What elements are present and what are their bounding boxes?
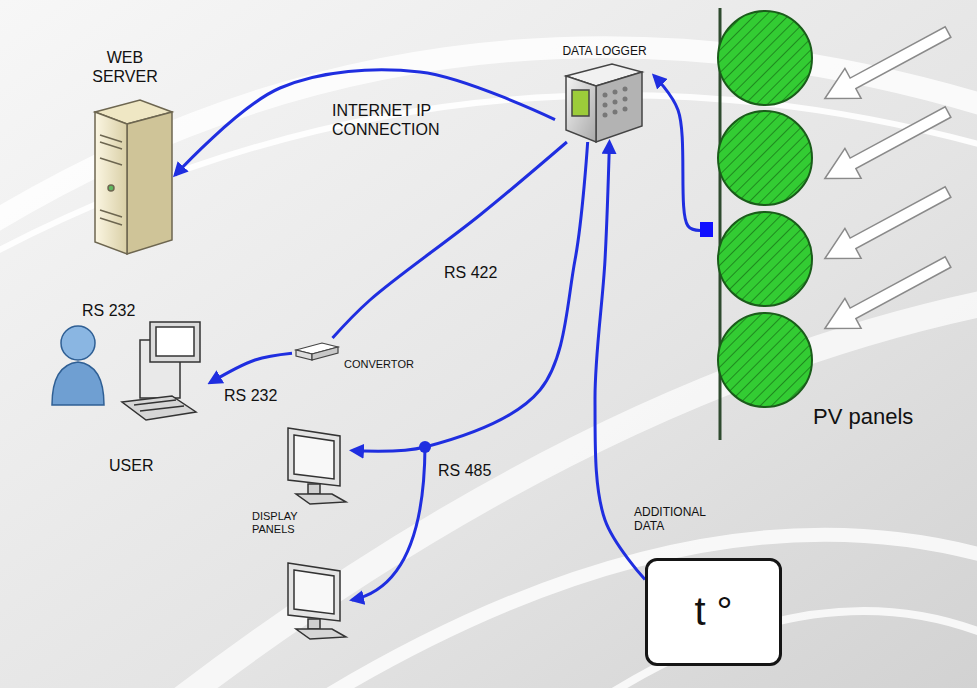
- sunlight-arrows: [817, 17, 956, 343]
- data-logger: DATA LOGGER: [555, 40, 654, 142]
- pv-array: [700, 8, 812, 440]
- connection-label: RS 485: [436, 460, 493, 481]
- connector: [352, 142, 588, 451]
- connector: [175, 70, 555, 175]
- branch-wire: [352, 447, 425, 600]
- node-label: WEB SERVER: [90, 48, 160, 86]
- user-icon: [52, 326, 104, 405]
- convertor: CONVERTOR: [292, 338, 442, 376]
- computer-icon: [122, 322, 200, 420]
- node-label: PV panels: [813, 404, 913, 430]
- connection-label: INTERNET IP CONNECTION: [330, 100, 469, 140]
- display-icon: [288, 428, 346, 504]
- connection-label: RS 422: [442, 262, 499, 283]
- connector: [654, 76, 700, 231]
- display-panels: DISPLAY PANELS: [240, 420, 352, 542]
- interface-label: RS 232: [80, 300, 137, 321]
- node-label: DISPLAY PANELS: [252, 510, 312, 536]
- pv-panels: PV panels: [700, 8, 918, 440]
- convertor-icon: [296, 343, 338, 360]
- connector: [210, 353, 292, 383]
- display-icon: [288, 563, 346, 639]
- server-icon: [95, 100, 172, 254]
- node-label: CONVERTOR: [344, 358, 414, 371]
- connection-label: ADDITIONAL DATA: [632, 504, 721, 535]
- logger-icon: [566, 64, 642, 142]
- node-label: t °: [648, 587, 779, 635]
- node-label: DATA LOGGER: [555, 44, 654, 58]
- swooshes: [0, 47, 977, 688]
- user: USER: [45, 318, 210, 480]
- connector: [333, 142, 567, 338]
- node-label: USER: [109, 456, 153, 475]
- connection-label: RS 232: [222, 385, 279, 406]
- sensor-box: t °: [645, 558, 782, 666]
- web-server: WEB SERVER: [75, 40, 175, 258]
